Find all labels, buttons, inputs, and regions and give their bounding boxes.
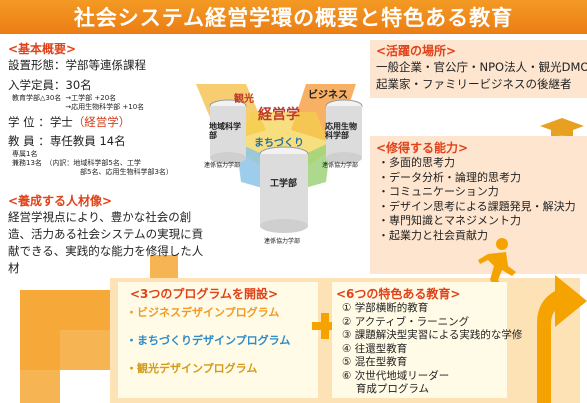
degree-row: 学 位 ：学士（経営学） <box>8 114 208 131</box>
kyoryoku-label-3: 連係協力学部 <box>264 238 301 245</box>
structure-diagram: 観光 ビジネス 経営学 まちづくり 地域科学部 応用生物科学部 工学部 連係協力… <box>196 82 376 257</box>
page-title: 社会システム経営学環の概要と特色ある教育 <box>0 0 587 34</box>
structure-diagram-shapes <box>196 84 363 233</box>
degree-label: 学 位 ： <box>8 115 50 129</box>
business-label: ビジネス <box>308 90 348 101</box>
faculty-row: 教 員 ：専任教員 14名 <box>8 133 208 150</box>
career-panel: <活躍の場所> 一般企業・官公庁・NPO法人・観光DMO 起業家・ファミリービジ… <box>370 40 587 98</box>
feature-item: ⑥ 次世代地域リーダー <box>342 369 450 382</box>
capacity-value: 30名 <box>65 78 92 92</box>
capacity-label: 入学定員： <box>8 78 66 92</box>
program-business: ・ビジネスデザインプログラム <box>126 306 280 319</box>
feature-item: ② アクティブ・ラーニング <box>342 315 470 328</box>
form-label: 設置形態： <box>8 58 66 72</box>
career-line-2: 起業家・ファミリービジネスの後継者 <box>376 77 572 91</box>
ability-list: ・多面的思考力 ・データ分析・論理的思考力 ・コミュニケーション力 ・デザイン思… <box>370 156 587 243</box>
capacity-note-3: →応用生物科学部 +10名 <box>65 103 145 111</box>
keieigaku-label: 経営学 <box>258 107 300 123</box>
program-kanko: ・観光デザインプログラム <box>126 362 258 375</box>
ability-item: ・起業力と社会貢献力 <box>378 228 488 242</box>
ouyou-label: 応用生物科学部 <box>325 122 357 140</box>
faculty-note-2: 兼務13名 （内訳：地域科学部5名、工学 <box>12 159 141 167</box>
ability-item: ・データ分析・論理的思考力 <box>378 170 521 184</box>
machizukuri-label: まちづくり <box>254 138 304 149</box>
capacity-breakdown: 教育学部△30名 →工学部 +20名 →応用生物科学部 +10名 <box>8 94 208 112</box>
page-title-text: 社会システム経営学環の概要と特色ある教育 <box>73 6 514 30</box>
feature-item: ① 学部横断的教育 <box>342 302 429 314</box>
ability-item: ・デザイン思考による課題発見・解決力 <box>378 199 576 213</box>
kyoryoku-label-1: 連係協力学部 <box>204 162 241 169</box>
form-value: 学部等連係課程 <box>65 58 147 72</box>
capacity-note-2: →工学部 +20名 <box>65 94 117 102</box>
capacity-row: 入学定員：30名 <box>8 77 208 94</box>
faculty-note-1: 専属1名 <box>12 150 38 158</box>
faculty-breakdown: 専属1名 兼務13名 （内訳：地域科学部5名、工学 部5名、応用生物科学部3名） <box>8 150 208 177</box>
ability-item: ・多面的思考力 <box>378 156 455 169</box>
talent-section: <養成する人材像> 経営学視点により、豊かな社会の創造、活力ある社会システムの実… <box>8 192 213 277</box>
features-heading: <6つの特色ある教育> <box>336 287 461 301</box>
chiiki-label: 地域科学部 <box>209 122 241 140</box>
career-line-1: 一般企業・官公庁・NPO法人・観光DMO <box>376 60 587 74</box>
degree-field: （経営学） <box>72 115 131 129</box>
plus-icon <box>312 313 338 339</box>
kougakubu-label: 工学部 <box>270 179 298 189</box>
runner-icon <box>478 238 516 290</box>
faculty-note-3: 部5名、応用生物科学部3名） <box>80 168 173 176</box>
faculty-label: 教 員 ： <box>8 134 50 148</box>
features-box: <6つの特色ある教育> ① 学部横断的教育 ② アクティブ・ラーニング ③ 課題… <box>332 282 523 398</box>
degree-value: 学士 <box>49 115 73 129</box>
ability-heading: <修得する能力> <box>376 141 469 155</box>
ability-item: ・専門知識とマネジメント力 <box>378 214 521 227</box>
career-heading: <活躍の場所> <box>376 44 457 58</box>
feature-item: ④ 往還型教育 <box>342 342 408 355</box>
feature-item: ③ 課題解決型実習による実践的な学修 <box>342 329 523 341</box>
kyoryoku-label-2: 連係協力学部 <box>322 162 359 169</box>
features-list: ① 学部横断的教育 ② アクティブ・ラーニング ③ 課題解決型実習による実践的な… <box>332 302 523 397</box>
kanko-label: 観光 <box>234 94 254 105</box>
program-machizukuri: ・まちづくりデザインプログラム <box>126 334 291 347</box>
capacity-note-1: 教育学部△30名 <box>12 94 62 102</box>
programs-box: <3つのプログラムを開設> ・ビジネスデザインプログラム ・まちづくりデザインプ… <box>118 282 318 398</box>
feature-item: ⑤ 混在型教育 <box>342 356 408 368</box>
talent-heading: <養成する人材像> <box>8 194 113 208</box>
form-row: 設置形態：学部等連係課程 <box>8 57 208 74</box>
ability-item: ・コミュニケーション力 <box>378 185 499 198</box>
ability-panel: <修得する能力> ・多面的思考力 ・データ分析・論理的思考力 ・コミュニケーショ… <box>370 136 587 274</box>
up-arrow-icon <box>537 275 587 403</box>
feature-item: 育成プログラム <box>342 383 430 395</box>
talent-body: 経営学視点により、豊かな社会の創造、活力ある社会システムの実現に貢献できる、実践… <box>8 210 204 275</box>
basic-overview: <基本概要> 設置形態：学部等連係課程 入学定員：30名 教育学部△30名 →工… <box>8 40 208 177</box>
faculty-value: 専任教員 14名 <box>49 134 126 148</box>
basic-heading: <基本概要> <box>8 42 77 56</box>
programs-heading: <3つのプログラムを開設> <box>130 287 279 301</box>
